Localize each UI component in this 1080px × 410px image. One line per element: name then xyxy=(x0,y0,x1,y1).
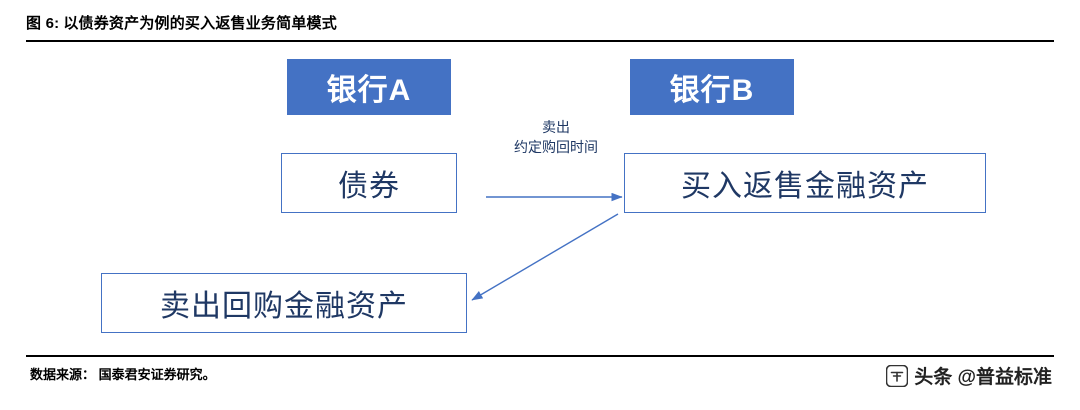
node-bond-label: 债券 xyxy=(338,170,400,203)
divider-top xyxy=(26,40,1054,42)
diagram-canvas: 银行A 银行B 债券 买入返售金融资产 卖出回购金融资产 卖出 约定购回时间 xyxy=(0,42,1080,354)
node-bank-b-label: 银行B xyxy=(669,74,755,107)
arrow-buy-to-sell xyxy=(471,213,619,301)
figure-number: 图 6: xyxy=(26,15,60,32)
watermark-text: 头条 @普益标准 xyxy=(914,367,1052,388)
arrow-label-line1: 卖出 xyxy=(542,119,570,135)
source-note: 数据来源： 国泰君安证券研究。 xyxy=(30,367,216,382)
node-bank-a-label: 银行A xyxy=(326,74,412,107)
node-bank-a: 银行A xyxy=(287,59,451,115)
node-bond: 债券 xyxy=(281,153,457,213)
figure-title-text: 以债券资产为例的买入返售业务简单模式 xyxy=(63,15,337,32)
toutiao-logo-icon xyxy=(886,364,909,387)
arrow-label-line2: 约定购回时间 xyxy=(514,139,598,156)
watermark: 头条 @普益标准 xyxy=(886,362,1052,389)
node-sell-repo: 卖出回购金融资产 xyxy=(101,273,467,333)
divider-bottom xyxy=(26,355,1054,357)
arrow-label-bond-to-buy: 卖出 约定购回时间 xyxy=(484,117,628,158)
node-buy-resale: 买入返售金融资产 xyxy=(624,153,986,213)
page-title: 图 6:以债券资产为例的买入返售业务简单模式 xyxy=(26,12,337,33)
node-bank-b: 银行B xyxy=(630,59,794,115)
node-buy-resale-label: 买入返售金融资产 xyxy=(681,170,929,203)
node-sell-repo-label: 卖出回购金融资产 xyxy=(160,290,408,323)
